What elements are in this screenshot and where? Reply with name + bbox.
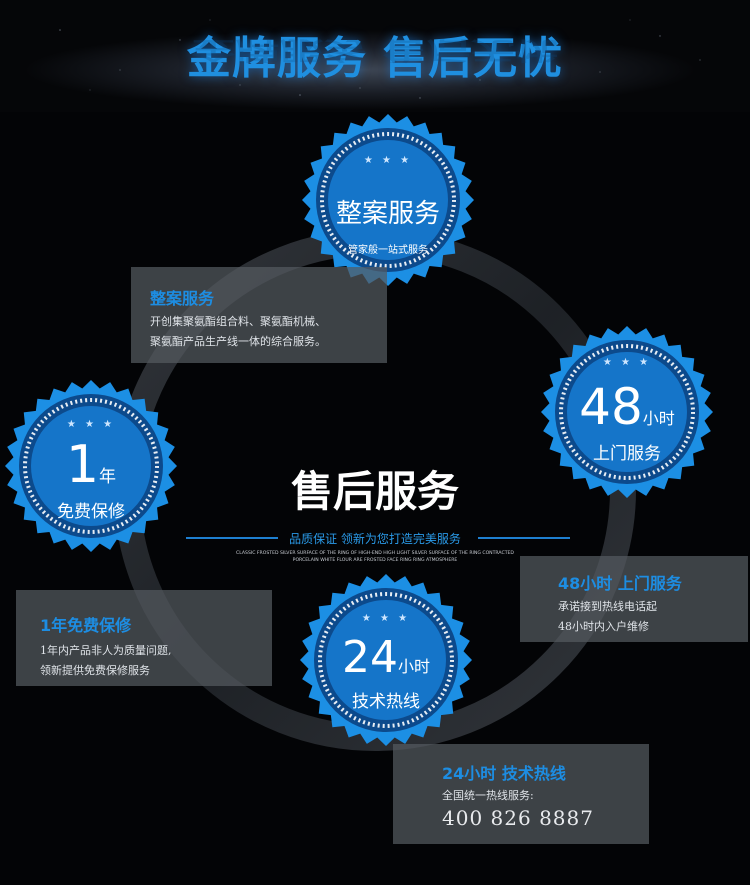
badge-number-unit: 小时 (642, 409, 675, 428)
badge-line2: 免费保修 (57, 502, 125, 522)
panel-zhengan: 整案服务 开创集聚氨酯组合料、聚氨酯机械、 聚氨酯产品生产线一体的综合服务。 (131, 267, 387, 363)
panel-line: 承诺接到热线电话起 (558, 600, 657, 613)
header-banner: 金牌服务 售后无忧 金牌服务 售后无忧 (0, 0, 750, 112)
panel-title: 整案服务 (150, 289, 215, 308)
center-slogan: 品质保证 领新为您打造完美服务 (289, 532, 461, 546)
center-title: 售后服务 (290, 467, 459, 516)
badge-line2: 上门服务 (593, 444, 661, 464)
panel-line: 开创集聚氨酯组合料、聚氨酯机械、 (150, 315, 326, 328)
slogan-divider-right (478, 537, 570, 539)
panel-line: 聚氨酯产品生产线一体的综合服务。 (150, 335, 326, 348)
badge-number-unit: 年 (99, 467, 117, 487)
panel-line: 领新提供免费保修服务 (40, 664, 150, 677)
panel-48-hours: 48小时 上门服务 承诺接到热线电话起 48小时内入户维修 (520, 556, 748, 642)
badge-stars: ★ ★ ★ (361, 613, 411, 624)
badge-seal-shape (5, 380, 177, 552)
starfield-decoration (59, 19, 701, 99)
badge-seal-shape (302, 114, 474, 286)
badge-main-text: 整案服务 (335, 199, 440, 229)
panel-title: 1年免费保修 (40, 616, 132, 635)
badge-number: 1年 (4, 437, 178, 505)
slogan-divider-left (186, 537, 278, 539)
badge-number: 48小时 (540, 380, 714, 446)
badge-zhengan: ★ ★ ★ 整案服务 管家般一站式服务 (301, 113, 475, 287)
page-title: 金牌服务 售后无忧 (186, 33, 564, 84)
badge-number-value: 48 (579, 378, 643, 436)
badge-sub-text: 管家般一站式服务 (348, 245, 428, 256)
badge-number-unit: 小时 (397, 657, 430, 676)
panel-1-year: 1年免费保修 1年内产品非人为质量问题, 领新提供免费保修服务 (16, 590, 272, 686)
badge-number-value: 24 (341, 632, 398, 683)
badge-48-hours: ★ ★ ★ 48小时 上门服务 (540, 325, 714, 499)
panel-line: 48小时内入户维修 (558, 620, 649, 633)
badge-seal-shape (541, 326, 713, 498)
fine-print-line-2: PORCELAIN WHITE FLOUR ARE FROSTED FACE R… (292, 558, 458, 563)
panel-hotline: 24小时 技术热线 全国统一热线服务: 400 826 8887 (393, 744, 649, 844)
badge-stars: ★ ★ ★ (66, 419, 116, 430)
badge-24-hours: ★ ★ ★ 24小时 技术热线 (299, 573, 473, 747)
panel-title: 24小时 技术热线 (442, 764, 566, 783)
badge-stars: ★ ★ ★ (602, 357, 652, 368)
badge-number: 24小时 (299, 633, 473, 692)
badge-seal-shape (300, 574, 472, 746)
panel-line: 1年内产品非人为质量问题, (40, 644, 172, 657)
badge-line2: 技术热线 (352, 692, 420, 712)
fine-print-line-1: CLASSIC FROSTED SILVER SURFACE OF THE RI… (236, 551, 514, 556)
panel-line: 全国统一热线服务: (442, 789, 534, 802)
badge-number-value: 1 (65, 435, 100, 495)
badge-1-year: ★ ★ ★ 1年 免费保修 (4, 379, 178, 553)
badge-stars: ★ ★ ★ (363, 155, 413, 166)
panel-title: 48小时 上门服务 (558, 574, 682, 593)
hotline-phone-number: 400 826 8887 (442, 806, 594, 830)
